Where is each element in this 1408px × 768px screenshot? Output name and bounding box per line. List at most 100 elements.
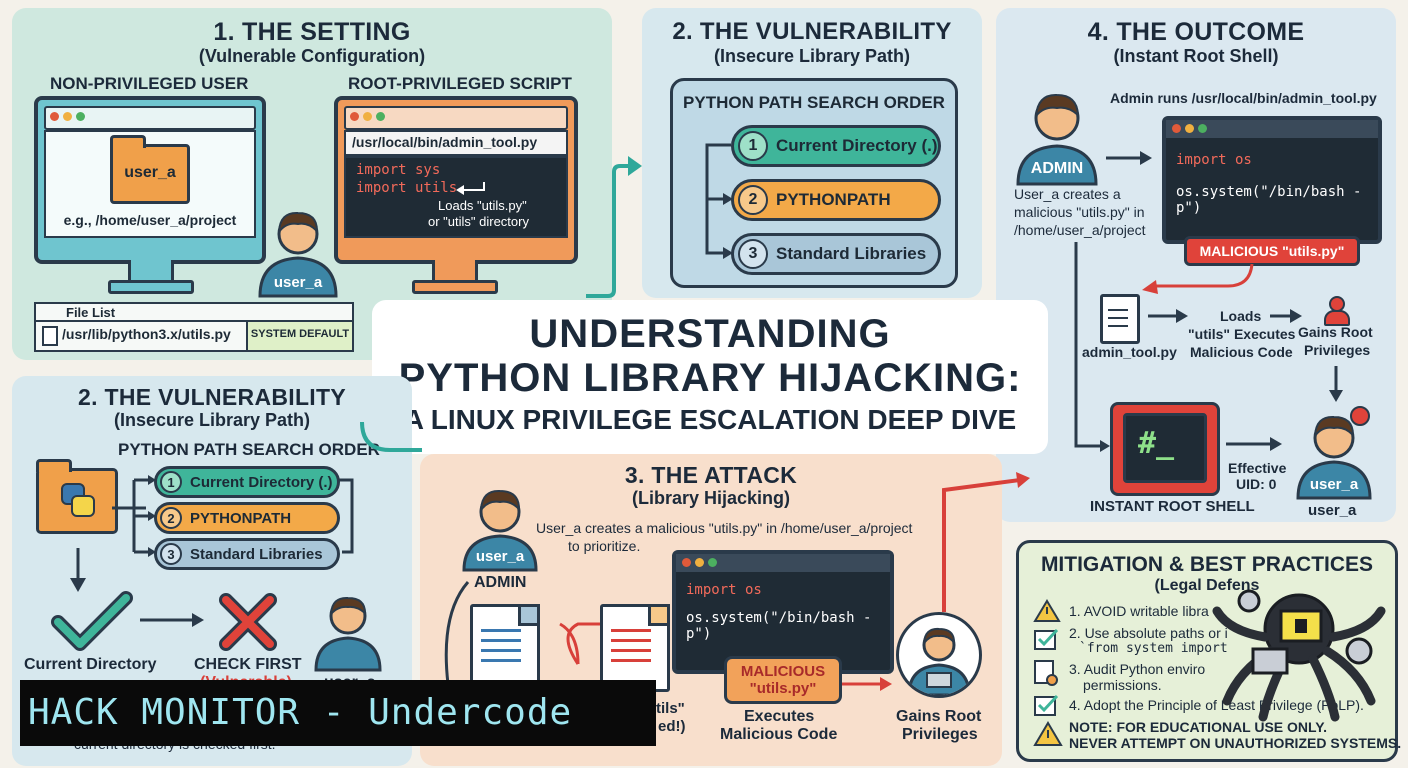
attack-gains-2: Privileges [902,726,978,743]
root-shell-icon: #_ [1110,402,1220,496]
setting-subtitle: (Vulnerable Configuration) [198,46,426,66]
mitigation-note-1: NOTE: FOR EDUCATIONAL USE ONLY. [1069,719,1327,735]
attacker-badge: user_a [475,548,525,565]
vuln-left-title: 2. THE VULNERABILITY [78,384,346,410]
effective-line-1: Effective [1228,460,1287,476]
vuln-left-subtitle: (Insecure Library Path) [113,410,311,430]
item-label: PYTHONPATH [776,190,891,209]
person-icon [907,627,971,695]
octopus-hacker-logo-icon [1212,589,1386,722]
num-badge: 1 [738,131,768,161]
current-directory-label: Current Directory [24,656,157,673]
vuln-top-panel: 2. THE VULNERABILITY (Insecure Library P… [642,8,982,298]
folder-path: e.g., /home/user_a/project [63,212,237,228]
attack-desc-2: to prioritize. [568,538,641,554]
num-badge: 2 [738,185,768,215]
arrow-right-icon [1106,151,1152,165]
item-label: Current Directory (.) [190,473,333,491]
admin-tool-file-icon [1100,294,1140,344]
main-title-line-3: A LINUX PRIVILEGE ESCALATION DEEP DIVE [403,404,1017,435]
user-a-name: user_a [1308,502,1357,519]
arrow-down-icon [1329,366,1343,402]
mitigation-title: MITIGATION & BEST PRACTICES [1040,553,1374,576]
code-line-1: import sys [356,162,441,178]
mitigation-item-2: 2. Use absolute paths or i [1069,625,1228,641]
cross-icon [219,593,277,651]
connector-arrow-icon [360,421,422,452]
num-badge: 3 [738,239,768,269]
code-line-1: import os [686,582,762,598]
attack-subtitle: (Library Hijacking) [631,488,791,508]
non-privileged-label: NON-PRIVILEGED USER [50,74,249,93]
loads-line-3: Malicious Code [1190,344,1293,360]
user-a-attacker-avatar: user_a [460,484,540,572]
check-box-icon [1034,694,1059,716]
executes-line-1: Executes [744,708,815,725]
root-shell-label: INSTANT ROOT SHELL [1090,498,1255,515]
window-bar [344,106,568,130]
code-line-2: os.system("/bin/bash -p") [686,610,872,642]
main-title-line-1: UNDERSTANDING [529,312,891,356]
mitigation-panel: MITIGATION & BEST PRACTICES (Legal Defen… [1016,540,1402,762]
script-path: /usr/local/bin/admin_tool.py [352,134,538,150]
root-monitor: /usr/local/bin/admin_tool.py import sys … [334,96,578,264]
red-connector-arrow-icon [942,472,1030,612]
gains-line-1: Gains Root [1298,324,1373,340]
vuln-top-title: 2. THE VULNERABILITY [672,18,952,45]
user-monitor: user_a e.g., /home/user_a/project [34,96,266,264]
num-badge: 2 [160,507,182,529]
arrow-right-icon [1226,437,1282,451]
file-icon [42,326,58,346]
admin-avatar: ADMIN [1014,86,1100,186]
mitigation-item-2b: `from system import [1079,641,1228,656]
person-icon [1296,406,1372,500]
admin-tool-label: admin_tool.py [1082,344,1177,360]
search-order-label: PYTHON PATH SEARCH ORDER [683,93,945,112]
search-order-box: PYTHON PATH SEARCH ORDER 1 Current Direc… [670,78,958,288]
folder-icon: user_a [110,135,190,204]
loads-line-2: "utils" Executes [1188,326,1296,342]
executes-line-2: Malicious Code [720,726,838,743]
arrow-right-icon [140,613,204,627]
malicious-line-2: "utils.py" [749,680,817,697]
effective-line-2: UID: 0 [1236,476,1277,492]
main-title-line-2: PYTHON LIBRARY HIJACKING: [398,356,1022,400]
user-a-label: user_a [273,274,323,291]
mitigation-item-3b: permissions. [1083,677,1162,693]
connector-arrow-icon [586,156,642,298]
person-icon [258,211,338,298]
attack-malicious-badge: MALICIOUS "utils.py" [724,656,842,704]
creates-line-2: malicious "utils.py" in [1014,204,1145,220]
search-order-item-2: 2 PYTHONPATH [154,502,340,534]
setting-panel: 1. THE SETTING (Vulnerable Configuration… [12,8,612,360]
file-list: File List /usr/lib/python3.x/utils.py SY… [34,302,354,352]
outcome-malicious-badge: MALICIOUS "utils.py" [1184,236,1360,266]
audit-file-icon [1034,660,1058,686]
gains-line-2: Privileges [1304,342,1371,358]
document-icon [470,604,540,692]
person-icon [1016,93,1098,186]
watermark-banner: HACK MONITOR - Undercode [20,680,656,746]
admin-label: ADMIN [1030,160,1084,177]
arrow-right-icon [1270,309,1302,323]
user-a-avatar [312,590,384,672]
setting-title: 1. THE SETTING [213,18,411,46]
red-arrow-icon [1142,263,1254,294]
python-logo-icon [61,483,95,517]
num-badge: 1 [160,471,182,493]
item-label: Standard Libraries [776,244,927,263]
outcome-subtitle: (Instant Root Shell) [1113,46,1279,66]
malicious-line-1: MALICIOUS [740,663,826,680]
search-order-item-1: 1 Current Directory (.) [154,466,340,498]
user-a-root-avatar: user_a [1294,406,1374,500]
outcome-code-window: import os os.system("/bin/bash -p") [1162,116,1382,244]
person-icon [462,489,538,572]
code-area: import sys import utils Loads "utils.py"… [344,156,568,238]
malicious-document-icon [600,604,670,692]
check-first-label: CHECK FIRST [194,656,302,673]
loads-line-1: Loads [1220,308,1262,324]
window-bar [44,106,256,130]
search-order-item-3: 3 Standard Libraries [154,538,340,570]
mitigation-note-2: NEVER ATTEMPT ON UNAUTHORIZED SYSTEMS. [1069,735,1402,751]
system-default-badge: SYSTEM DEFAULT [248,322,352,350]
